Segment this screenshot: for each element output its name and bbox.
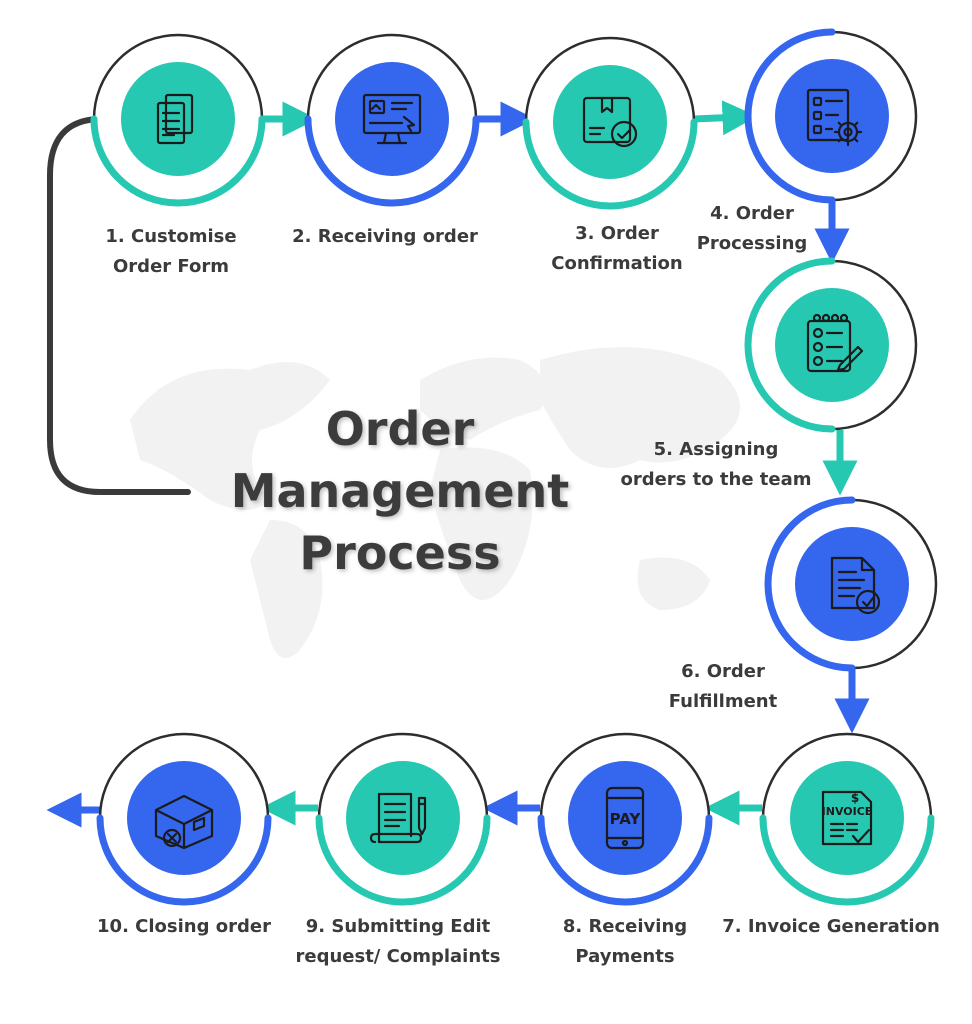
step-accent-arc: [315, 814, 491, 906]
diagram-title: Order Management Process: [200, 398, 600, 584]
svg-text:INVOICE: INVOICE: [822, 805, 873, 818]
step-accent-arc: [744, 28, 836, 204]
document-check-icon: [830, 556, 881, 615]
step-node-4: [744, 28, 918, 204]
step-icon-disc: [335, 62, 449, 176]
step-accent-arc: [90, 115, 266, 207]
step-icon-disc: [346, 761, 460, 875]
step-node-2: [304, 33, 480, 207]
step-node-7: INVOICE$: [759, 732, 935, 906]
step-label-line: Confirmation: [551, 253, 683, 274]
step-accent-arc: [764, 496, 856, 672]
world-map-background: [130, 347, 740, 658]
step-label-line: 5. Assigning: [653, 439, 779, 460]
step-label-5: 5. Assigning orders to the team: [606, 435, 826, 495]
svg-text:PAY: PAY: [610, 810, 642, 828]
step-node-1: [90, 33, 266, 207]
step-node-5: [744, 257, 918, 433]
title-line-3: Process: [299, 526, 501, 580]
step-label-10: 10. Closing order: [74, 912, 294, 942]
step-icon-disc: [121, 62, 235, 176]
step-nodes: INVOICE$ PAY: [90, 28, 938, 906]
step-label-line: 6. Order: [681, 661, 765, 682]
step-accent-arc: [96, 814, 272, 906]
step-node-3: [522, 36, 698, 210]
step-label-line: request/ Complaints: [295, 946, 501, 967]
step-node-6: [764, 496, 938, 672]
step-node-10: [96, 732, 272, 906]
step-icon-disc: [553, 65, 667, 179]
step-label-9: 9. Submitting Edit request/ Complaints: [288, 912, 508, 972]
step-label-line: 1. Customise: [105, 226, 237, 247]
invoice-icon: INVOICE$: [822, 790, 873, 846]
step-label-line: Processing: [696, 233, 808, 254]
step-label-line: Payments: [575, 946, 675, 967]
step-icon-disc: [790, 761, 904, 875]
clipboard-checklist-icon: [806, 313, 864, 373]
title-line-1: Order: [325, 402, 475, 456]
step-label-line: 8. Receiving: [562, 916, 688, 937]
svg-text:$: $: [851, 791, 859, 805]
connector-arrow-3: [693, 100, 758, 136]
return-connector: [47, 116, 191, 495]
phone-pay-icon: PAY: [605, 786, 645, 850]
step-label-line: 9. Submitting Edit: [305, 916, 491, 937]
step-label-2: 2. Receiving order: [275, 222, 495, 252]
step-label-line: 3. Order: [575, 223, 659, 244]
step-accent-arc: [304, 115, 480, 207]
step-icon-disc: [795, 527, 909, 641]
step-connectors: [46, 100, 870, 828]
step-accent-arc: [744, 257, 836, 433]
step-accent-arc: [537, 814, 713, 906]
step-node-8: PAY: [537, 732, 713, 906]
step-label-line: orders to the team: [620, 469, 812, 490]
step-accent-arc: [759, 814, 935, 906]
title-line-2: Management: [230, 464, 570, 518]
step-icon-disc: [568, 761, 682, 875]
monitor-dashboard-icon: [362, 93, 422, 145]
step-icon-disc: [775, 288, 889, 402]
box-cancel-icon: [154, 794, 214, 850]
step-label-line: 10. Closing order: [97, 916, 271, 937]
scroll-pen-icon: [369, 792, 427, 844]
step-label-line: Order Form: [113, 256, 229, 277]
step-label-line: 7. Invoice Generation: [722, 916, 940, 937]
document-stack-icon: [156, 93, 194, 145]
step-label-7: 7. Invoice Generation: [721, 912, 941, 942]
step-node-9: [315, 732, 491, 906]
step-label-line: 4. Order: [710, 203, 794, 224]
checklist-gear-icon: [806, 88, 863, 147]
step-label-line: Fulfillment: [668, 691, 778, 712]
step-label-line: 2. Receiving order: [292, 226, 478, 247]
step-icon-disc: [127, 761, 241, 875]
package-check-icon: [582, 96, 638, 148]
step-accent-arc: [522, 118, 698, 210]
